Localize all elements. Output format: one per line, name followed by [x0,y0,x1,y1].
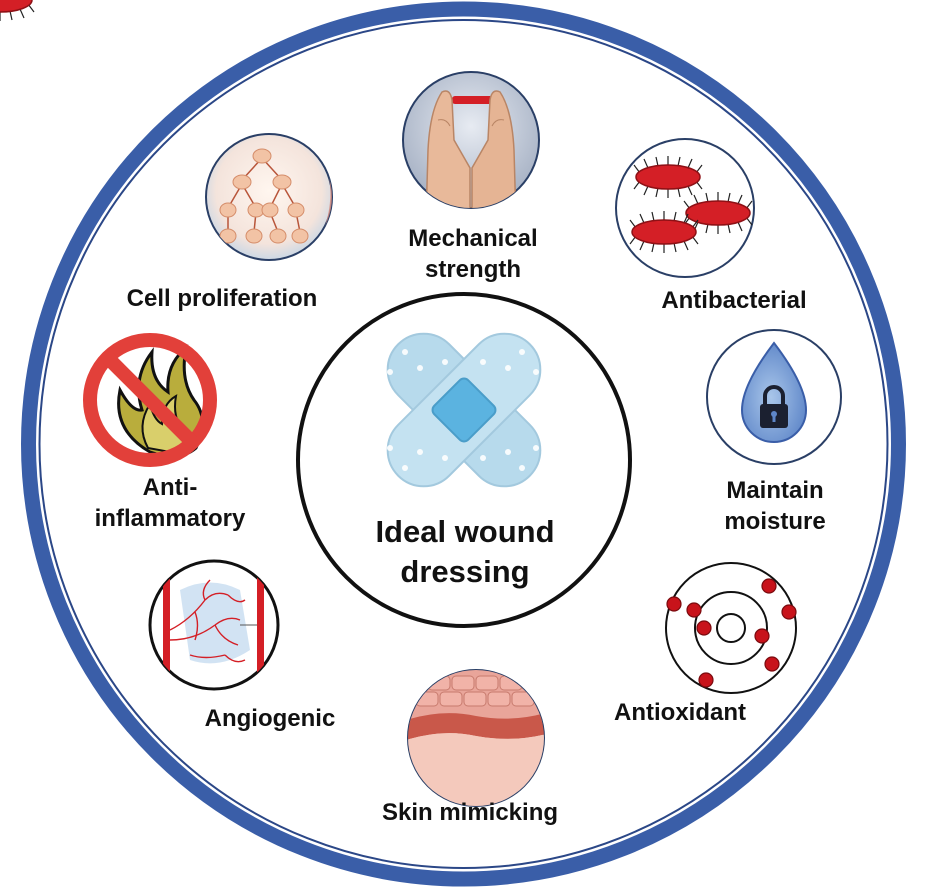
label-cell-proliferation: Cell proliferation [126,285,318,312]
label-antiinflammatory-line1: Anti- [142,474,198,501]
no-fire-icon [83,333,217,467]
label-mechanical-strength: Mechanical strength [378,223,568,285]
label-mechanical-line2: strength [425,256,521,283]
label-mechanical-line1: Mechanical [408,225,538,252]
center-title: Ideal wound dressing [300,512,630,592]
label-moisture-line2: moisture [724,508,826,535]
hands-stretching-icon [402,71,540,209]
bacteria-icon [0,0,755,278]
blood-vessels-icon [148,559,280,691]
center-title-line1: Ideal wound [375,514,555,549]
label-antioxidant: Antioxidant [614,699,746,726]
cell-division-icon [205,133,333,261]
label-maintain-moisture: Maintain moisture [690,475,860,537]
label-angiogenic: Angiogenic [204,705,336,732]
water-drop-lock-icon [706,329,842,465]
bandage-icon [386,332,542,488]
label-skin-mimicking: Skin mimicking [381,799,559,826]
label-anti-inflammatory: Anti- inflammatory [70,472,270,534]
label-antiinflammatory-line2: inflammatory [94,505,246,532]
label-moisture-line1: Maintain [726,477,824,504]
center-title-line2: dressing [400,554,530,589]
atom-electrons-icon [665,562,797,694]
label-antibacterial: Antibacterial [661,287,807,314]
